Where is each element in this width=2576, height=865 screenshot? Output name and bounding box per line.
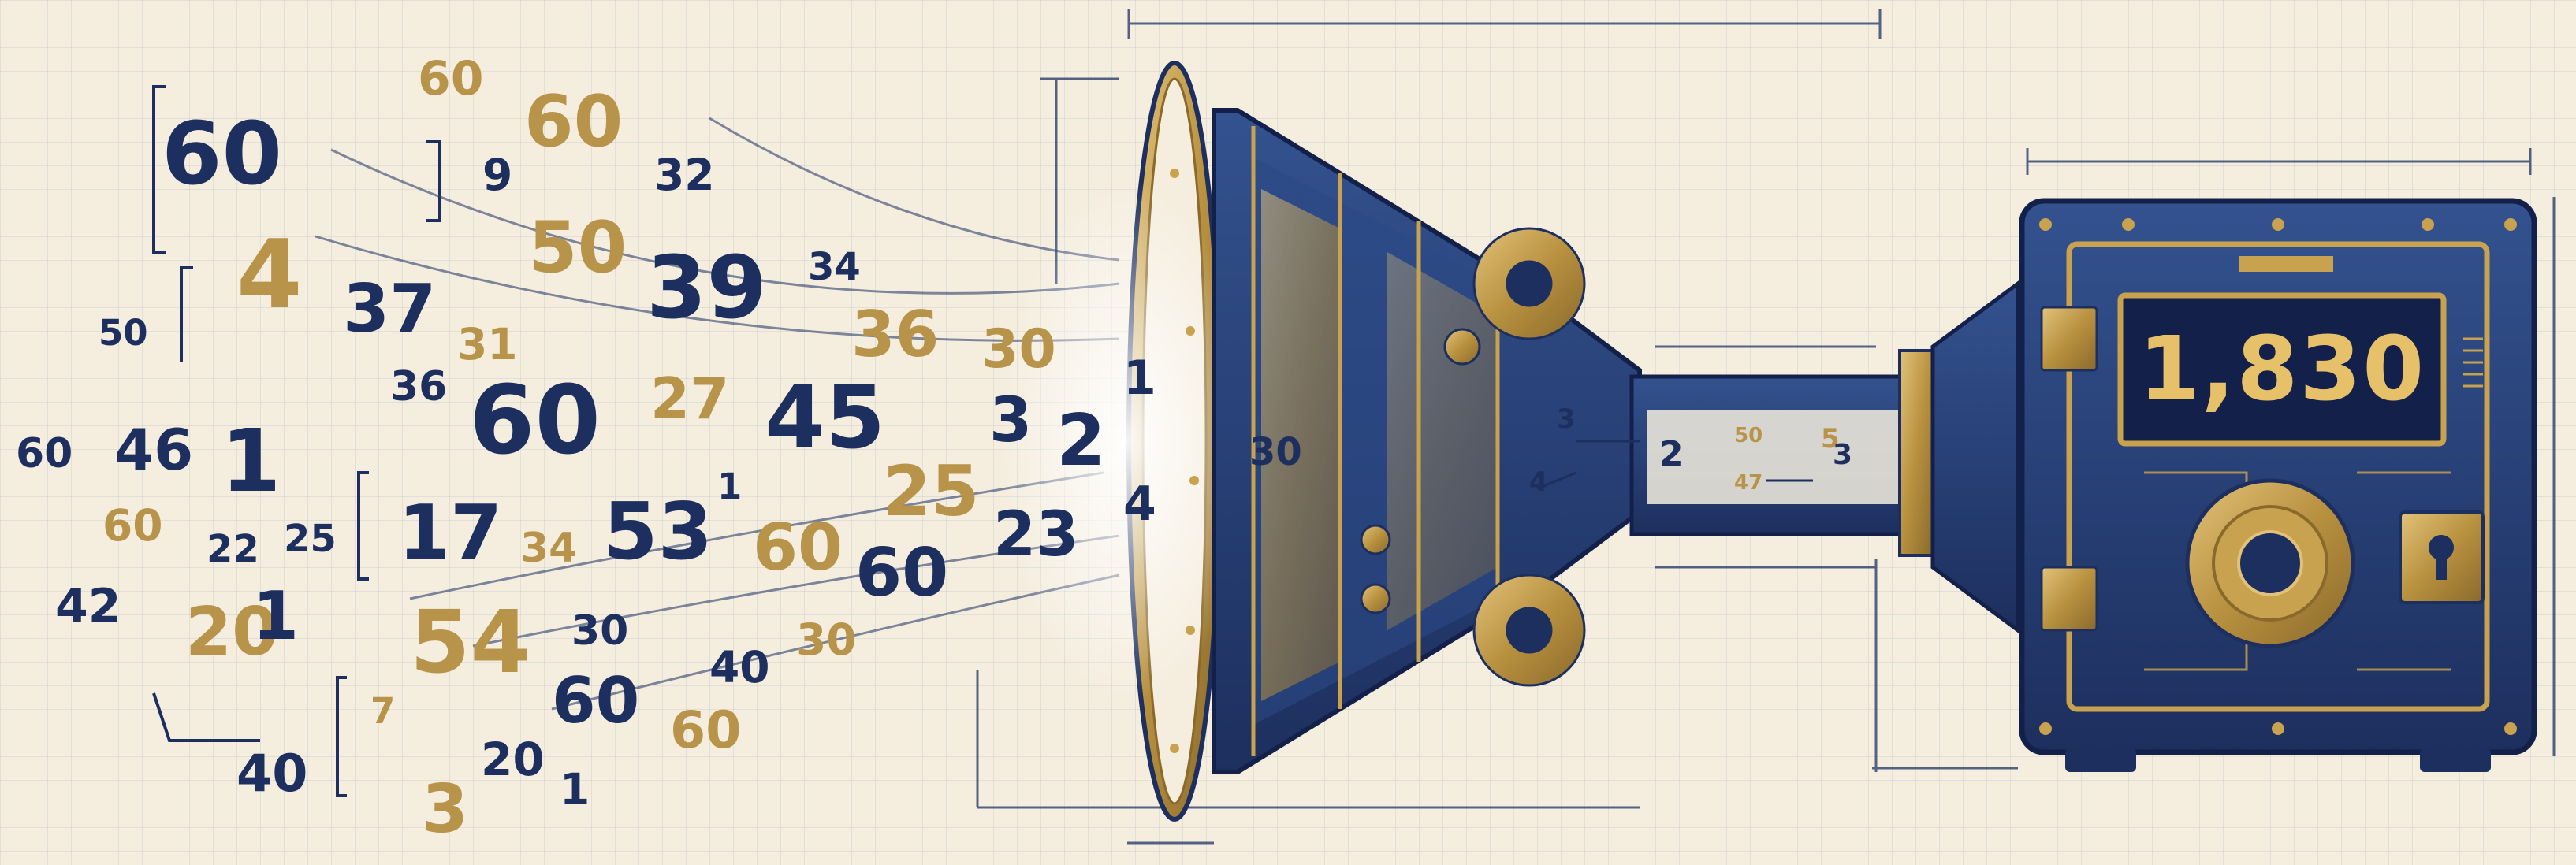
gear-small-1-icon [1445,329,1480,364]
scattered-number: 7 [370,693,395,729]
funnel-number: 50 [1734,425,1763,446]
scattered-number: 39 [646,244,767,331]
scattered-number: 32 [654,154,715,197]
scattered-number: 60 [469,374,601,469]
scattered-number: 36 [851,303,939,366]
scattered-number: 36 [390,366,447,407]
gear-top-icon [1474,228,1584,339]
scattered-number: 1 [1123,355,1156,402]
scattered-number: 60 [16,433,73,474]
scattered-number: 60 [102,504,163,548]
scattered-number: 60 [418,55,484,102]
scattered-number: 25 [883,457,979,526]
scattered-number: 60 [753,516,843,581]
scattered-number: 37 [343,276,436,343]
scattered-number: 34 [808,248,861,286]
scattered-number: 60 [552,670,639,733]
scattered-number: 53 [603,492,713,571]
scattered-number: 25 [284,520,337,558]
safe-display-value: 1,830 [2128,303,2436,436]
scattered-number: 20 [481,737,545,782]
scattered-number: 40 [236,748,307,800]
scattered-number: 30 [981,323,1056,377]
scattered-number: 1 [560,768,590,811]
scattered-number: 46 [114,421,193,478]
scattered-number: 60 [670,705,741,756]
scattered-number: 3 [989,390,1032,451]
funnel-number: 4 [1529,469,1548,496]
scattered-number: 30 [796,618,857,662]
scattered-number: 45 [765,374,885,461]
funnel-number: 3 [1557,406,1576,432]
scattered-number: 1 [252,583,299,650]
scattered-number: 34 [520,528,577,569]
scattered-number: 60 [855,540,948,607]
scattered-number: 50 [99,315,148,351]
gear-bottom-icon [1474,575,1584,685]
scattered-number: 22 [207,530,259,568]
scattered-number: 50 [528,213,627,284]
scattered-number: 4 [1123,481,1156,528]
funnel-number: 3 [1833,441,1852,470]
scattered-number: 27 [650,370,729,427]
scattered-number: 9 [482,154,512,197]
safe-body [2022,201,2534,752]
safe-inlet [1933,284,2018,630]
scattered-number: 54 [410,599,530,685]
scattered-number: 60 [162,110,282,197]
gear-small-2-icon [1361,525,1390,554]
scattered-number: 40 [709,646,770,689]
scattered-number: 2 [1056,406,1106,477]
scattered-number: 4 [236,228,303,323]
scattered-number: 23 [993,504,1079,566]
scattered-number: 30 [571,611,628,652]
scattered-number: 17 [398,496,502,571]
scattered-number: 3 [422,776,468,843]
scattered-number: 1 [717,469,742,504]
scattered-number: 42 [55,583,121,630]
gear-small-3-icon [1361,585,1390,613]
scattered-number: 30 [1249,433,1302,471]
funnel-number: 47 [1734,473,1763,493]
funnel-number: 2 [1659,437,1684,472]
scattered-number: 31 [457,323,518,366]
scattered-number: 1 [221,418,281,504]
scattered-number: 60 [524,87,623,158]
